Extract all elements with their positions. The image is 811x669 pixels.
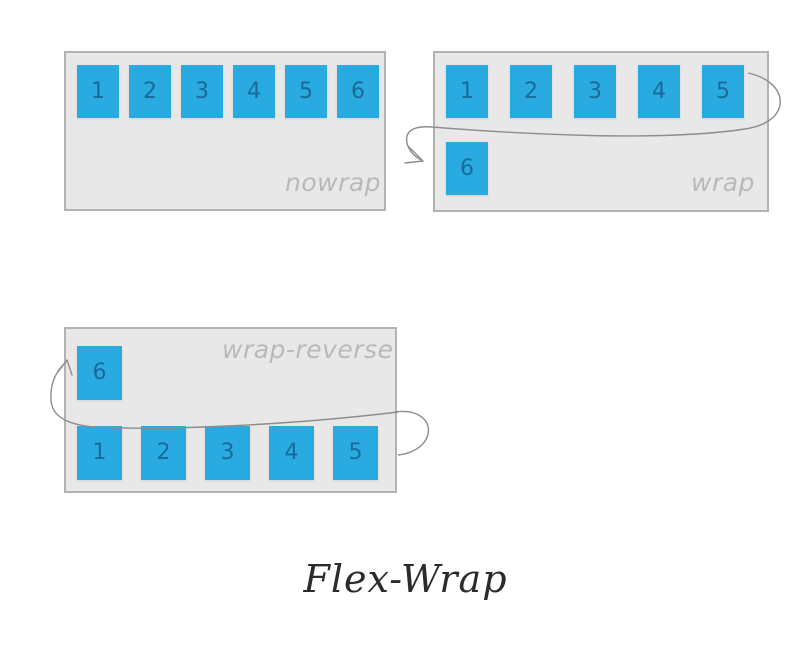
flex-item: 3 xyxy=(205,426,250,480)
flex-item: 1 xyxy=(77,65,119,118)
flex-item-label: 4 xyxy=(652,78,666,104)
flex-item: 3 xyxy=(181,65,223,118)
flex-item-label: 6 xyxy=(351,78,365,104)
flex-item-label: 4 xyxy=(247,78,261,104)
flex-item-label: 2 xyxy=(524,78,538,104)
flex-item: 6 xyxy=(77,346,122,400)
flex-item-label: 5 xyxy=(716,78,730,104)
diagram-title: Flex-Wrap xyxy=(303,557,508,601)
panel-label-nowrap: nowrap xyxy=(285,168,382,197)
flex-item: 2 xyxy=(141,426,186,480)
flex-item-label: 1 xyxy=(460,78,474,104)
flex-item: 5 xyxy=(702,65,744,118)
flex-item-label: 3 xyxy=(588,78,602,104)
flex-item-label: 2 xyxy=(156,440,171,465)
flex-item: 1 xyxy=(446,65,488,118)
flex-item: 4 xyxy=(269,426,314,480)
flex-item: 5 xyxy=(285,65,327,118)
flex-item: 6 xyxy=(446,142,488,195)
panel-label-wrap-reverse: wrap-reverse xyxy=(222,335,394,364)
flex-item: 3 xyxy=(574,65,616,118)
flex-item: 4 xyxy=(638,65,680,118)
flex-item: 5 xyxy=(333,426,378,480)
flex-item-label: 1 xyxy=(91,78,105,104)
panel-label-wrap: wrap xyxy=(691,168,755,197)
flex-item: 1 xyxy=(77,426,122,480)
flex-item: 2 xyxy=(510,65,552,118)
flex-item-label: 4 xyxy=(284,440,299,465)
flex-item-label: 3 xyxy=(195,78,209,104)
flex-item-label: 6 xyxy=(460,155,474,181)
flex-item-label: 5 xyxy=(299,78,313,104)
flex-item: 6 xyxy=(337,65,379,118)
flex-item: 4 xyxy=(233,65,275,118)
flex-item-label: 3 xyxy=(220,440,235,465)
flex-item-label: 1 xyxy=(92,440,107,465)
flex-item-label: 5 xyxy=(348,440,363,465)
flex-item-label: 6 xyxy=(92,360,107,385)
flex-item: 2 xyxy=(129,65,171,118)
flex-item-label: 2 xyxy=(143,78,157,104)
